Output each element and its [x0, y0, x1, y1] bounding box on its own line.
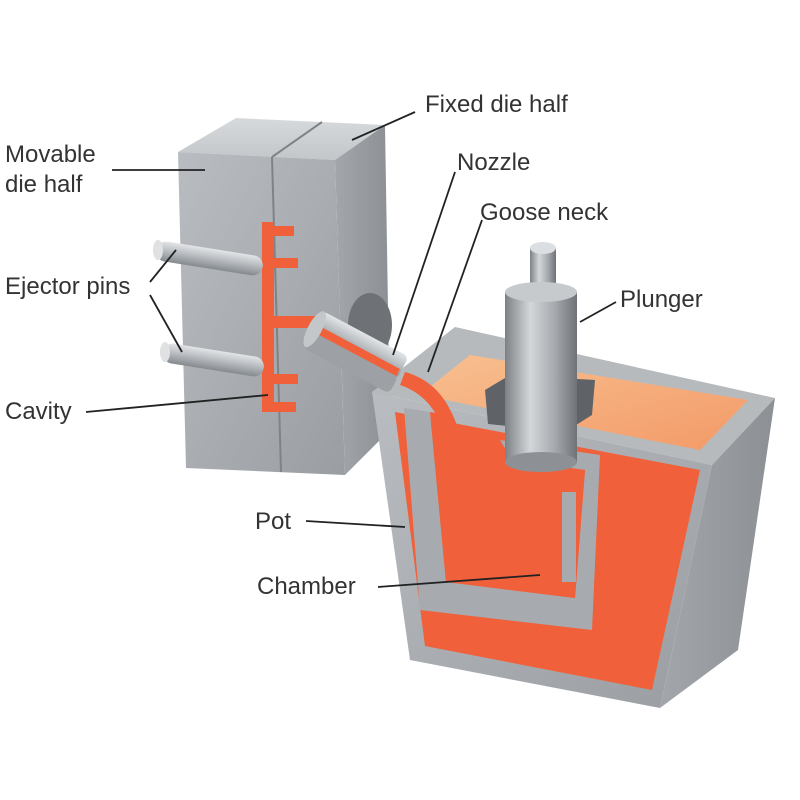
label-pot: Pot	[255, 508, 292, 535]
pot-side-face	[660, 398, 775, 708]
leader-nozzle	[392, 171, 456, 356]
leader-lines	[85, 111, 617, 588]
label-movable-die-half-line1: Movable	[5, 141, 96, 168]
die-assembly	[178, 118, 392, 475]
leader-ejector-pin-lower	[149, 294, 183, 353]
goose-neck-channel	[400, 372, 480, 560]
label-ejector-pins: Ejector pins	[5, 273, 131, 300]
leader-cavity	[85, 394, 269, 413]
label-chamber: Chamber	[257, 573, 356, 600]
leader-goose-neck	[427, 219, 483, 373]
plunger-body	[505, 292, 577, 462]
goose-neck-and-nozzle	[303, 311, 480, 560]
label-nozzle: Nozzle	[457, 149, 531, 176]
label-movable-die-half: Movable die half	[5, 140, 96, 200]
label-cavity: Cavity	[5, 398, 72, 425]
leader-plunger	[579, 301, 617, 323]
nozzle	[303, 311, 407, 392]
label-plunger: Plunger	[620, 286, 703, 313]
die-front-face	[178, 152, 345, 475]
die-top-face	[178, 118, 385, 160]
label-fixed-die-half: Fixed die half	[425, 91, 568, 118]
leader-pot	[305, 520, 406, 528]
leader-ejector-pin-upper	[149, 249, 177, 283]
plunger	[485, 242, 595, 472]
leader-fixed-die-half	[351, 111, 416, 141]
ejector-pin-upper	[153, 240, 263, 276]
label-movable-die-half-line2: die half	[5, 171, 83, 198]
molten-metal-pool	[395, 412, 700, 690]
ejector-pin-lower	[160, 342, 264, 377]
leader-chamber	[377, 574, 541, 588]
ejector-pins	[153, 240, 264, 377]
chamber-slot	[562, 492, 576, 582]
die-parting-line	[271, 156, 282, 473]
label-goose-neck: Goose neck	[480, 199, 609, 226]
